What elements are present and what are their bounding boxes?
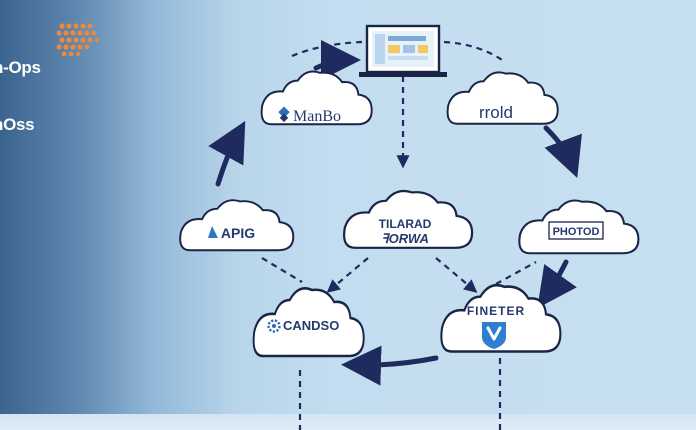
dashed-line-apig-candso <box>261 257 303 283</box>
arrow-photod-to-fineter <box>537 259 577 309</box>
photod-label-box <box>548 221 604 240</box>
node-label-fineter: FINETER <box>467 304 525 318</box>
dashed-line-monitor-rrold <box>443 40 506 63</box>
node-label-candso: CANDSO <box>283 318 339 333</box>
brand-dots-icon <box>56 23 100 57</box>
flow-arrows <box>208 40 582 386</box>
dashed-connectors <box>261 40 537 430</box>
node-label-manbo: ManBo <box>293 108 341 125</box>
dashed-line-manbo-monitor <box>291 40 363 58</box>
arrow-manbo-to-monitor <box>313 40 361 81</box>
brand-line-1: n-Ops <box>0 58 41 77</box>
apig-logo-icon <box>208 226 218 238</box>
dashed-arrow-tilarad-fineter <box>435 257 478 293</box>
node-label-tilarad-line2: ꟻORWA <box>381 231 429 246</box>
brand-logo-text: n-Ops nOss <box>0 20 41 153</box>
dashed-arrow-tilarad-candso <box>326 257 369 293</box>
gear-logo-icon <box>267 319 281 333</box>
brand-line-2: nOss <box>0 115 35 134</box>
node-label-rrold: rrold <box>479 103 513 122</box>
dashed-line-fineter-photod <box>495 261 537 285</box>
node-label-apig: APIG <box>221 225 255 241</box>
arrow-apig-to-manbo <box>208 120 246 187</box>
node-label-photod: PHOTOD <box>553 226 600 238</box>
bottom-strip <box>0 414 696 430</box>
node-label-tilarad-line1: TILARAD <box>379 217 432 231</box>
arrow-fineter-to-candso <box>341 345 439 386</box>
top-monitor-node <box>359 24 447 77</box>
monitor-dashboard-icon <box>359 24 447 77</box>
shield-v-icon <box>482 322 506 349</box>
arrow-rrold-to-photod <box>543 125 582 179</box>
